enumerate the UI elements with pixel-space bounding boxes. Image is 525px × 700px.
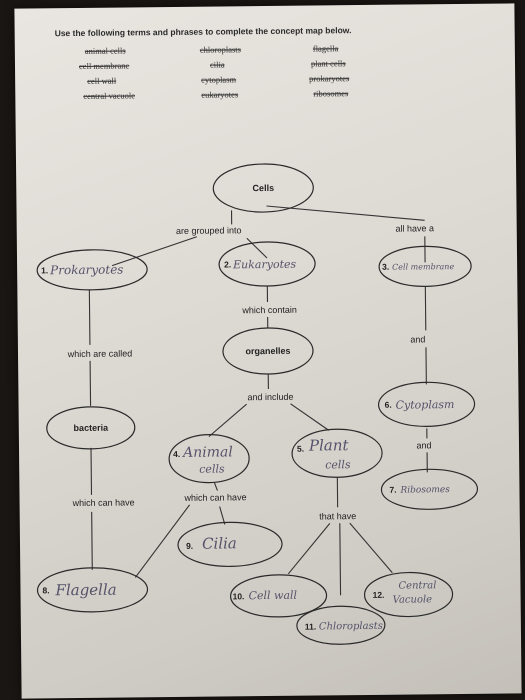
concept-map: Cells organelles bacteria are grouped in… (36, 163, 479, 645)
node-answer-9 (177, 521, 283, 568)
answer-1-text: Prokaryotes (49, 263, 123, 278)
node-answer-1 (36, 249, 148, 291)
node-answer-2 (218, 241, 316, 287)
answer-7-text: Ribosomes (399, 485, 450, 496)
answer-4-text-line2: cells (199, 462, 225, 475)
link-which-can-have-left: which can have (72, 497, 135, 508)
node-answer-11 (296, 605, 386, 645)
link-which-are-called: which are called (67, 348, 133, 359)
answer-6-text: Cytoplasm (396, 398, 455, 412)
node-answer-3 (378, 245, 472, 287)
link-all-have-a: all have a (395, 223, 434, 233)
answer-4-text: Animal (181, 444, 233, 461)
answer-9-text: Cilia (202, 534, 237, 552)
answer-5-text-line2: cells (325, 458, 351, 471)
answer-10-number: 10. (233, 591, 245, 601)
answer-2-number: 2. (224, 259, 231, 269)
answer-11-text: Chloroplasts (319, 621, 383, 633)
answer-2-text: Eukaryotes (232, 258, 296, 272)
link-and-1: and (410, 334, 425, 344)
node-cells (212, 163, 314, 213)
node-answer-8 (36, 567, 149, 613)
link-and-2: and (416, 440, 431, 450)
answer-1-number: 1. (41, 265, 48, 275)
answer-3-number: 3. (382, 262, 389, 272)
worksheet-paper: Use the following terms and phrases to c… (14, 3, 522, 699)
answer-10-text: Cell wall (248, 589, 297, 603)
link-and-include: and include (247, 392, 293, 402)
node-ellipses (36, 163, 479, 645)
answer-12-text: Central (398, 580, 436, 591)
node-cells-label: Cells (252, 183, 274, 193)
answer-5-text: Plant (308, 436, 350, 454)
answer-12-number: 12. (373, 590, 385, 600)
node-answer-7 (380, 468, 479, 510)
node-answer-5 (291, 428, 383, 478)
answer-3-text: Cell membrane (392, 262, 454, 272)
answer-12-text-line2: Vacuole (393, 594, 433, 605)
node-answer-4 (168, 434, 250, 484)
answer-7-number: 7. (389, 485, 396, 495)
node-answer-12 (363, 571, 454, 618)
link-that-have: that have (319, 511, 356, 521)
answer-8-text: Flagella (54, 581, 116, 600)
answer-6-number: 6. (385, 400, 392, 410)
link-are-grouped-into: are grouped into (176, 225, 242, 236)
node-answer-6 (377, 381, 476, 427)
answer-9-number: 9. (186, 541, 193, 551)
link-which-contain: which contain (241, 305, 297, 316)
connector-lines (88, 205, 428, 596)
node-answer-10 (229, 574, 328, 618)
answer-8-number: 8. (42, 585, 49, 595)
link-which-can-have-mid: which can have (183, 492, 246, 503)
node-organelles-label: organelles (245, 346, 290, 356)
answer-4-number: 4. (173, 449, 180, 459)
node-bacteria (46, 406, 136, 450)
node-bacteria-label: bacteria (73, 423, 109, 433)
answer-5-number: 5. (297, 444, 304, 454)
node-organelles (222, 327, 314, 375)
answer-11-number: 11. (305, 622, 316, 632)
